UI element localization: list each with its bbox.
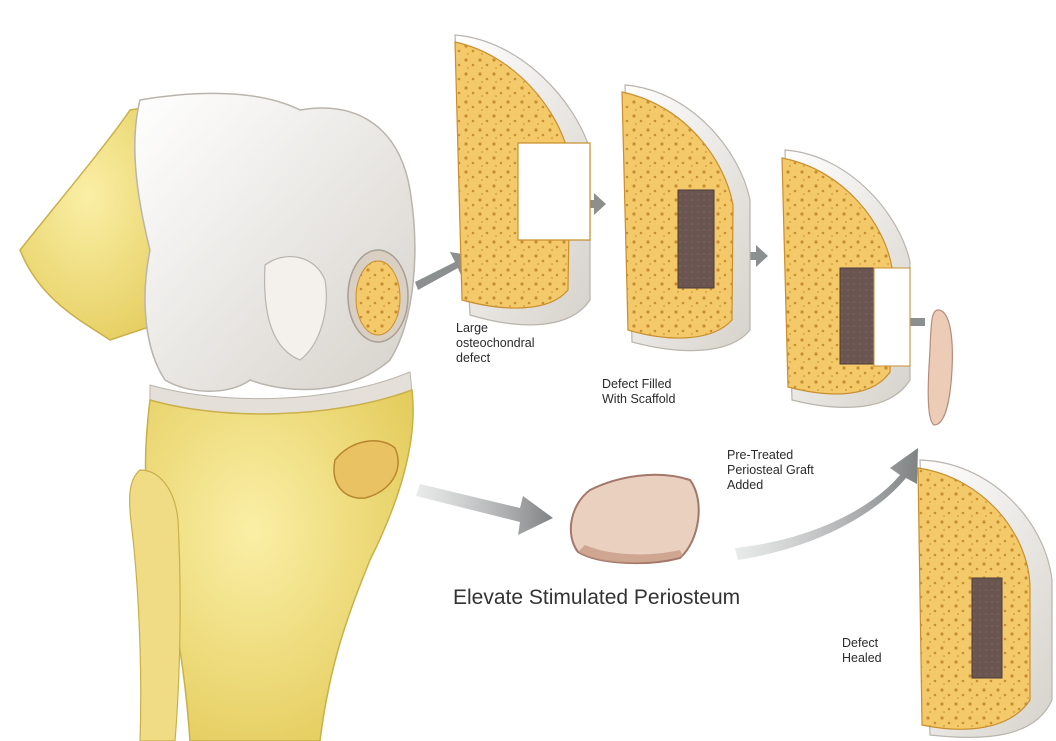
step1-defect-cavity [518,143,590,240]
step4-healed-cross-section [918,460,1052,737]
arrow-tibia-to-periosteum [416,484,553,535]
step4-healed-plug [972,578,1002,678]
step3-graft-cross-section [782,150,952,425]
label-pre-treated-periosteal-graft-added: Pre-Treated Periosteal Graft Added [727,448,814,493]
step3-scaffold-plug [840,268,874,364]
step3-slot [874,268,910,366]
step2-scaffold-cross-section [622,85,750,351]
fibula [130,470,181,741]
step3-graft-strip [928,310,952,425]
label-defect-filled-with-scaffold: Defect Filled With Scaffold [602,377,675,407]
caption-elevate-stimulated-periosteum: Elevate Stimulated Periosteum [453,586,740,610]
step2-scaffold-plug [678,190,714,288]
femoral-condyle [135,93,415,391]
step1-defect-cross-section [455,35,590,325]
label-defect-healed: Defect Healed [842,636,882,666]
condyle-defect-bone [356,261,400,335]
knee-joint [20,93,415,741]
label-large-osteochondral-defect: Large osteochondral defect [456,321,535,366]
